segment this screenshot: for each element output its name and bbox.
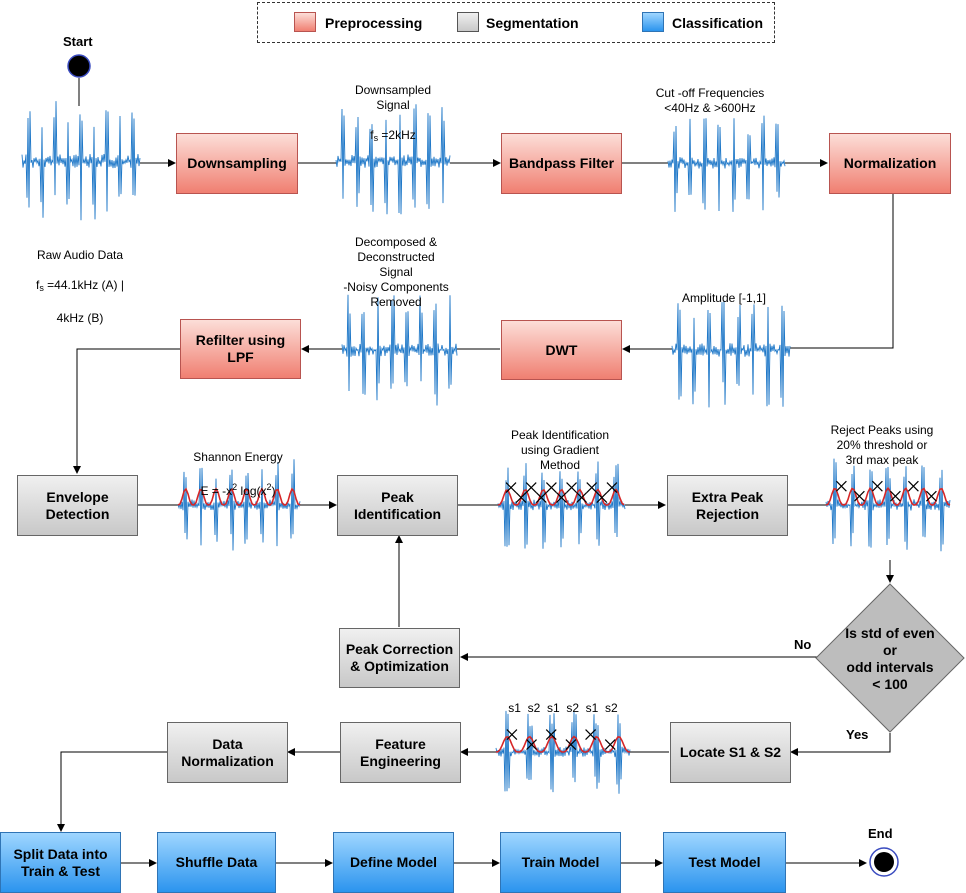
raw-audio-caption: Raw Audio Data fs =44.1kHz (A) | 4kHz (B…	[10, 233, 150, 326]
shannon-log: log(x	[237, 484, 267, 498]
edge-normalization-to-signal	[790, 194, 894, 349]
start-label: Start	[63, 34, 93, 49]
edge-decision-yes	[790, 733, 891, 756]
raw-fs-symbol: f	[36, 278, 40, 292]
waveform-s1-s2	[495, 710, 631, 794]
waveform-shannon	[177, 459, 301, 551]
decomposed-caption: Decomposed & Deconstructed Signal -Noisy…	[343, 235, 449, 309]
normalization-step[interactable]: Normalization	[829, 133, 951, 194]
end-node	[869, 847, 899, 877]
shannon-exp1: 2	[232, 482, 238, 492]
decision-label[interactable]: Is std of even or odd intervals < 100	[845, 625, 935, 692]
peak-gradient-caption: Peak Identification using Gradient Metho…	[510, 428, 610, 472]
raw-fs-value: =44.1kHz (A) |	[43, 278, 124, 292]
edge-label-yes: Yes	[846, 727, 869, 742]
split-data-step[interactable]: Split Data into Train & Test	[0, 832, 121, 893]
legend: Preprocessing Segmentation Classificatio…	[257, 2, 775, 43]
downsampled-text: Downsampled Signal	[354, 83, 432, 112]
data-normalization-step[interactable]: Data Normalization	[167, 722, 288, 783]
test-model-step[interactable]: Test Model	[663, 832, 786, 893]
down-fs-symbol: f	[370, 128, 374, 142]
legend-swatch-segmentation	[457, 12, 479, 32]
waveform-reject-peaks	[825, 458, 951, 552]
edge-data-norm-to-split	[57, 751, 167, 832]
peak-correction-step[interactable]: Peak Correction & Optimization	[339, 628, 460, 688]
legend-swatch-classification	[642, 12, 664, 32]
downsampled-caption: Downsampled Signal fs =2kHz	[333, 68, 453, 146]
down-fs-subscript: s	[373, 133, 379, 143]
edge-refilter-to-envelope	[73, 348, 180, 474]
shannon-caption: Shannon Energy E = -x2 log(x2)	[178, 435, 298, 499]
end-label: End	[868, 826, 893, 841]
s1-s2-labels: s1 s2 s1 s2 s1 s2	[508, 701, 618, 715]
waveform-peak-gradient	[497, 461, 626, 549]
shuffle-data-step[interactable]: Shuffle Data	[157, 832, 276, 893]
shannon-e: E = -x	[200, 484, 233, 498]
raw-audio-line3: 4kHz (B)	[56, 311, 104, 325]
shannon-title: Shannon Energy	[193, 450, 283, 464]
amplitude-caption: Amplitude [-1,1]	[681, 291, 767, 305]
dwt-step[interactable]: DWT	[501, 320, 622, 380]
edge-label-no: No	[794, 637, 812, 652]
legend-swatch-preprocessing	[294, 12, 316, 32]
envelope-detection-step[interactable]: Envelope Detection	[17, 475, 138, 536]
locate-s1-s2-step[interactable]: Locate S1 & S2	[670, 722, 791, 783]
waveform-raw-audio	[21, 101, 141, 221]
legend-label-classification: Classification	[672, 15, 764, 31]
reject-peaks-caption: Reject Peaks using 20% threshold or 3rd …	[830, 423, 934, 467]
refilter-lpf-step[interactable]: Refilter using LPF	[180, 319, 301, 379]
cutoff-caption: Cut -off Frequencies <40Hz & >600Hz	[655, 86, 765, 115]
peak-identification-step[interactable]: Peak Identification	[337, 475, 458, 536]
waveform-downsampled	[335, 104, 451, 215]
extra-peak-rejection-step[interactable]: Extra Peak Rejection	[667, 475, 788, 536]
train-model-step[interactable]: Train Model	[500, 832, 621, 893]
waveform-decomposed	[341, 294, 458, 406]
raw-fs-subscript: s	[39, 283, 44, 293]
legend-label-segmentation: Segmentation	[486, 15, 579, 31]
bandpass-filter-step[interactable]: Bandpass Filter	[501, 133, 622, 194]
shannon-exp2: 2	[266, 482, 272, 492]
define-model-step[interactable]: Define Model	[333, 832, 454, 893]
legend-label-preprocessing: Preprocessing	[325, 15, 423, 31]
waveform-bandpassed	[667, 115, 786, 212]
downsampling-step[interactable]: Downsampling	[176, 133, 298, 194]
decision-diamond	[815, 583, 965, 733]
down-fs-value: =2kHz	[378, 128, 416, 142]
start-node	[67, 54, 91, 78]
feature-engineering-step[interactable]: Feature Engineering	[340, 722, 461, 783]
raw-audio-line1: Raw Audio Data	[36, 248, 124, 262]
waveform-normalized	[671, 300, 791, 408]
shannon-close: )	[271, 484, 276, 498]
